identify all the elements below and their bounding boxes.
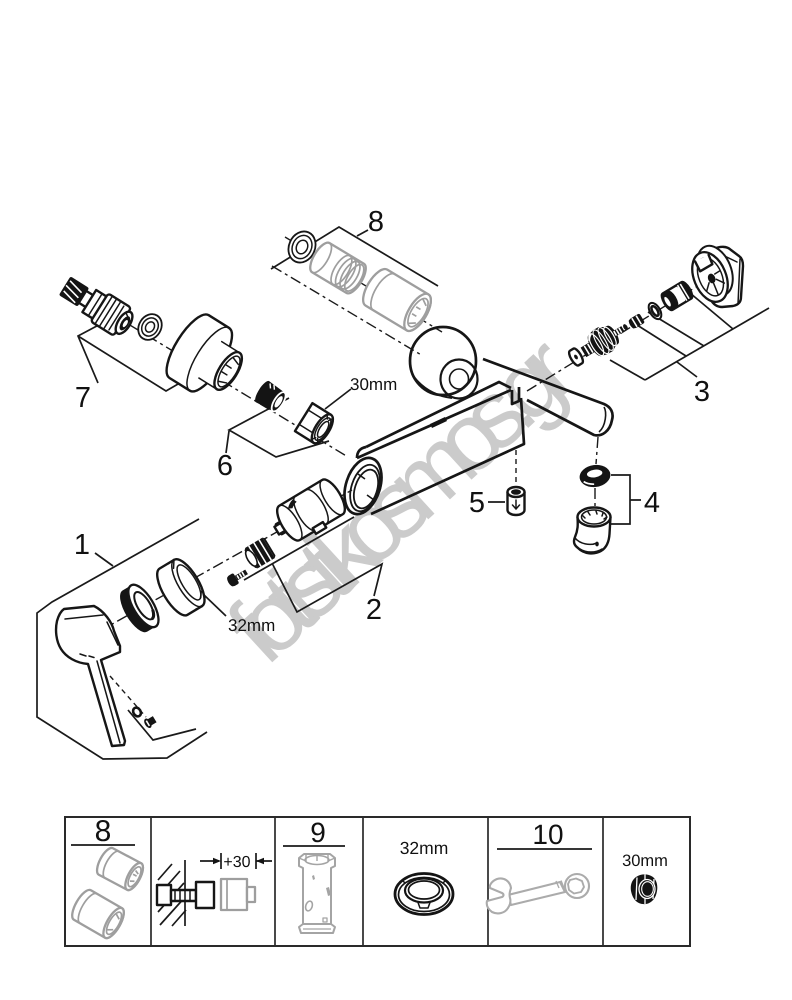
svg-text:4: 4: [644, 487, 660, 519]
svg-text:8: 8: [95, 815, 112, 848]
svg-text:8: 8: [368, 206, 384, 238]
svg-text:2: 2: [366, 594, 382, 626]
svg-text:1: 1: [74, 529, 90, 561]
svg-text:3: 3: [694, 376, 710, 408]
svg-text:30mm: 30mm: [622, 852, 668, 870]
svg-text:9: 9: [310, 817, 326, 848]
svg-text:5: 5: [469, 487, 485, 519]
svg-text:32mm: 32mm: [400, 838, 449, 858]
svg-text:+30: +30: [223, 854, 250, 871]
svg-text:6: 6: [217, 450, 233, 482]
svg-text:7: 7: [75, 382, 91, 414]
svg-text:10: 10: [532, 819, 563, 850]
svg-text:30mm: 30mm: [350, 375, 397, 394]
svg-text:32mm: 32mm: [228, 616, 275, 635]
